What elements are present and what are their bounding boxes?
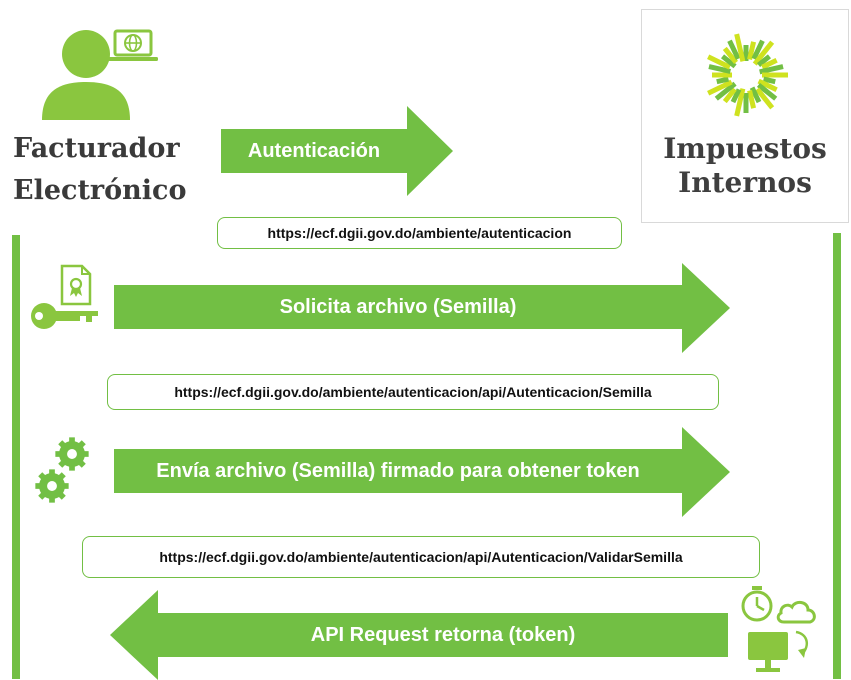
server-label-line1: Impuestos [663,132,827,165]
client-label-line1: Facturador [13,133,180,164]
timer-cloud-monitor-icon [738,584,820,676]
server-actor-label: Impuestos Internos [642,132,848,200]
client-lifeline [12,235,20,679]
gears-icon [34,434,94,506]
server-lifeline [833,233,841,679]
certificate-key-icon [26,262,102,334]
arrow-label-autenticacion: Autenticación [247,139,381,162]
arrow-envia-semilla: Envía archivo (Semilla) firmado para obt… [114,427,730,517]
client-actor-label: Facturador Electrónico [13,130,187,210]
arrow-label-envia-semilla: Envía archivo (Semilla) firmado para obt… [156,459,640,482]
impuestos-internos-logo: Impuestos Internos [641,9,849,223]
url-semilla: https://ecf.dgii.gov.do/ambiente/autenti… [107,374,719,410]
arrow-solicita-semilla: Solicita archivo (Semilla) [114,263,730,353]
client-label-line2: Electrónico [13,175,187,206]
url-autenticacion: https://ecf.dgii.gov.do/ambiente/autenti… [217,217,622,249]
arrow-label-retorna-token: API Request retorna (token) [310,623,576,646]
server-label-line2: Internos [678,166,812,199]
arrow-retorna-token: API Request retorna (token) [110,590,728,680]
sunburst-logo-icon [701,30,791,120]
arrow-label-solicita-semilla: Solicita archivo (Semilla) [279,295,517,318]
url-validar-semilla: https://ecf.dgii.gov.do/ambiente/autenti… [82,536,760,578]
user-with-laptop-icon [38,20,168,122]
arrow-autenticacion: Autenticación [221,106,453,196]
